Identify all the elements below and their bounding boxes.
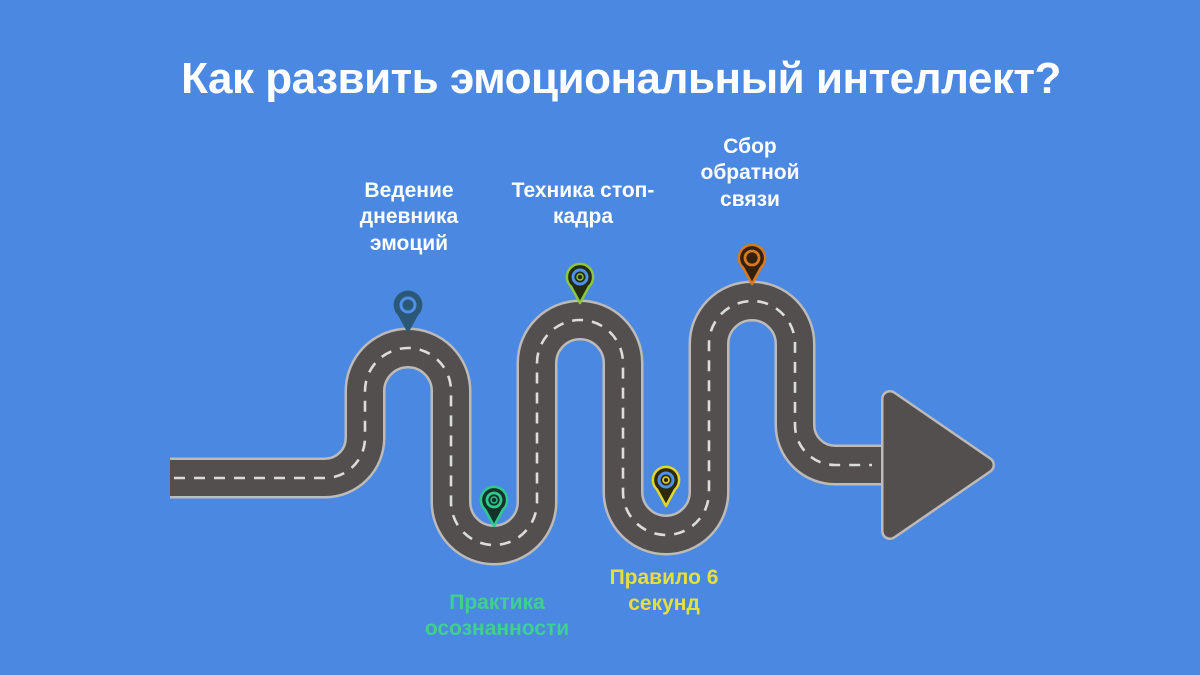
- step-label-freeze-frame: Техника стоп- кадра: [511, 179, 655, 229]
- map-pin-diary: [393, 290, 423, 333]
- step-label-mindfulness: Практика осознанности: [424, 591, 570, 641]
- pin-ring: [657, 471, 675, 489]
- pin-dot: [576, 273, 584, 281]
- step-label-feedback: Сбор обратной связи: [700, 135, 800, 211]
- pin-dot: [662, 476, 670, 484]
- map-pin-mindfulness: [479, 485, 509, 528]
- pin-ring: [399, 296, 417, 314]
- pin-ring: [743, 249, 761, 267]
- road-centerline-dashes: [174, 299, 872, 547]
- map-pin-six-seconds: [651, 465, 681, 508]
- map-pin-freeze-frame: [565, 262, 595, 305]
- pin-ring: [571, 268, 589, 286]
- arrow-head: [883, 392, 993, 538]
- map-pin-feedback: [737, 243, 767, 286]
- pin-dot: [749, 255, 755, 261]
- pin-dot: [490, 496, 498, 504]
- pin-dot: [405, 302, 411, 308]
- step-label-six-seconds: Правило 6 секунд: [609, 566, 719, 616]
- page-title: Как развить эмоциональный интеллект?: [181, 54, 1061, 103]
- pin-ring: [485, 491, 503, 509]
- step-label-diary: Ведение дневника эмоций: [359, 179, 459, 255]
